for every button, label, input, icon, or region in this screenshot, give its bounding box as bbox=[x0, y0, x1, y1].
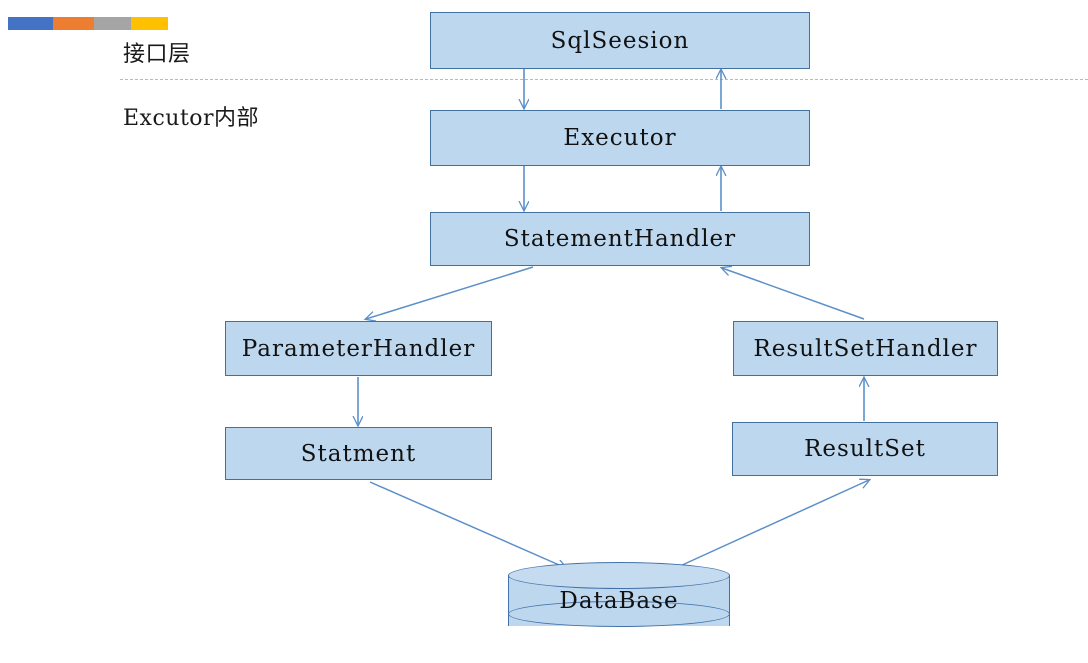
node-database-label: DataBase bbox=[559, 588, 679, 614]
arrow-statementhandler-to-parameterhandler bbox=[366, 266, 534, 319]
color-bar-segment-blue bbox=[8, 17, 53, 30]
node-sqlsession[interactable]: SqlSeesion bbox=[430, 12, 810, 69]
node-sqlsession-label: SqlSeesion bbox=[550, 27, 690, 54]
node-executor-label: Executor bbox=[563, 125, 677, 151]
node-resultset[interactable]: ResultSet bbox=[732, 422, 998, 476]
color-bar bbox=[8, 17, 168, 30]
node-parameterhandler-label: ParameterHandler bbox=[241, 335, 476, 362]
node-statementhandler[interactable]: StatementHandler bbox=[430, 212, 810, 266]
node-statementhandler-label: StatementHandler bbox=[503, 226, 737, 252]
database-cylinder-top bbox=[508, 562, 730, 589]
node-statment-label: Statment bbox=[300, 440, 417, 467]
color-bar-segment-orange bbox=[52, 17, 95, 30]
arrow-statment-to-database bbox=[369, 481, 566, 568]
node-resultset-label: ResultSet bbox=[804, 436, 926, 462]
database-cylinder-bottom bbox=[508, 601, 730, 627]
node-database[interactable]: DataBase bbox=[508, 562, 730, 639]
zone-divider-dashed bbox=[120, 79, 1088, 80]
zone-label-executor-internal: Excutor内部 bbox=[123, 106, 260, 131]
node-resultsethandler[interactable]: ResultSetHandler bbox=[733, 321, 998, 376]
node-executor[interactable]: Executor bbox=[430, 110, 810, 166]
node-resultsethandler-label: ResultSetHandler bbox=[753, 335, 978, 362]
color-bar-segment-gray bbox=[94, 17, 132, 30]
arrow-resultsethandler-to-statementhandler bbox=[722, 268, 865, 320]
node-parameterhandler[interactable]: ParameterHandler bbox=[225, 321, 492, 376]
color-bar-segment-yellow bbox=[131, 17, 168, 30]
zone-label-interface-layer: 接口层 bbox=[123, 42, 191, 67]
arrow-database-to-resultset bbox=[679, 480, 869, 567]
node-statment[interactable]: Statment bbox=[225, 427, 492, 480]
